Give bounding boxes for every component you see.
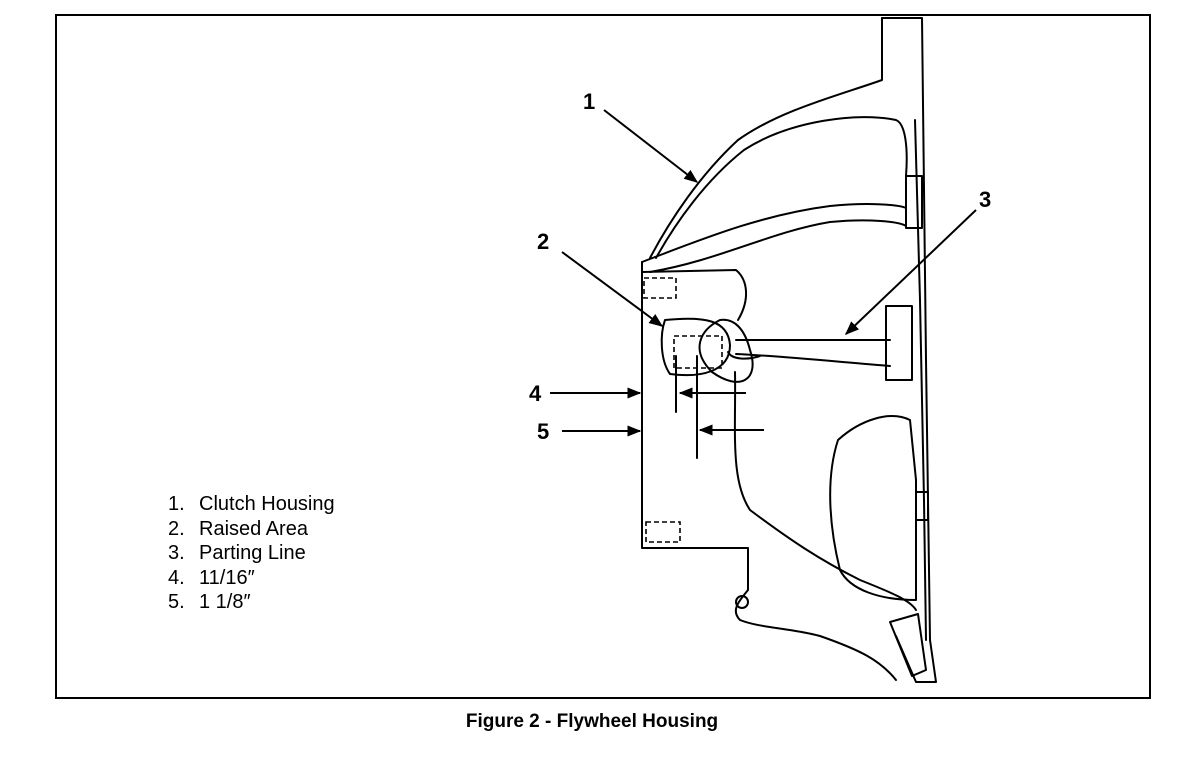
mounting-hole (735, 595, 749, 609)
figure-caption: Figure 2 - Flywheel Housing (465, 711, 719, 732)
hidden-raised-area (673, 335, 723, 369)
parting-line-lower (735, 353, 891, 367)
legend-list: 1.Clutch Housing 2.Raised Area 3.Parting… (168, 492, 335, 615)
upper-rib-lower (649, 219, 907, 273)
leader-3 (844, 209, 977, 335)
legend-item: 1.Clutch Housing (168, 493, 335, 515)
legend-item: 4.11/16″ (168, 566, 255, 589)
upper-rib (641, 203, 907, 263)
clutch-housing-inner (655, 116, 908, 259)
flange-lug-upper (905, 175, 923, 229)
legend-item: 2.Raised Area (168, 517, 308, 540)
callout-1: 1 (583, 89, 596, 114)
lower-cavity (733, 371, 917, 611)
boss-outline (698, 318, 754, 383)
legend-item: 5.1 1/8″ (168, 591, 251, 613)
callout-3: 3 (979, 187, 992, 212)
flange-lug-lower (915, 491, 929, 521)
callout-5: 5 (537, 419, 550, 444)
clutch-housing-outer (649, 17, 883, 259)
parting-line-boss (885, 305, 913, 381)
callout-2: 2 (537, 229, 550, 254)
callout-4: 4 (529, 381, 542, 406)
housing-face (641, 261, 897, 681)
face-rib (641, 269, 747, 321)
legend-item: 3.Parting Line (168, 542, 306, 564)
mounting-flange (881, 17, 937, 683)
leader-1 (603, 109, 699, 183)
flange-foot (889, 613, 927, 677)
hidden-boss-lower (645, 521, 681, 543)
lower-window (829, 415, 917, 601)
hidden-boss-upper (643, 277, 677, 299)
raised-area (660, 317, 731, 377)
diagram-frame (55, 14, 1151, 699)
flange-inner-edge (914, 119, 927, 641)
leader-2 (561, 251, 664, 327)
